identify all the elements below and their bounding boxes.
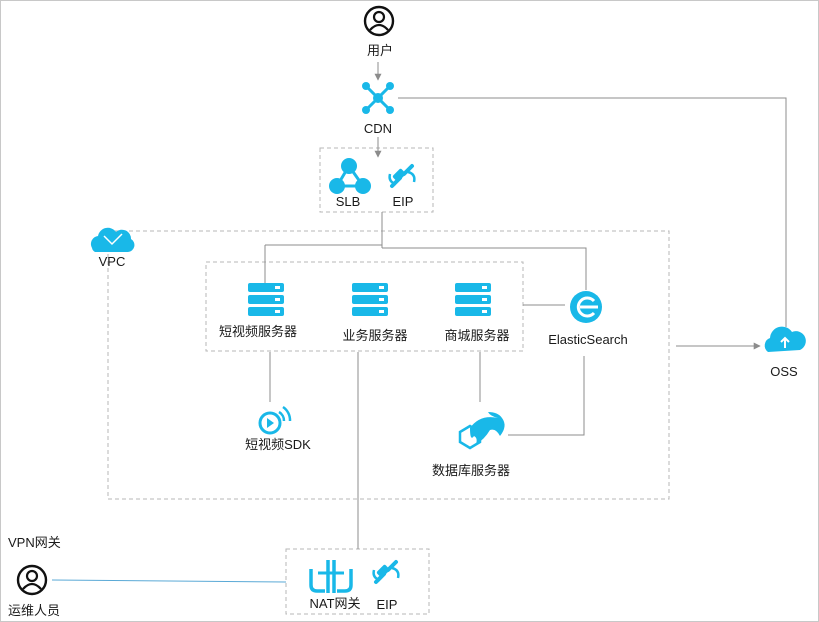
vpc-boundary xyxy=(107,230,670,500)
slb-eip-group xyxy=(319,147,434,213)
cdn-to-oss-line xyxy=(398,97,787,327)
oss-label: OSS xyxy=(770,364,798,379)
user-icon xyxy=(363,5,395,37)
eip-bottom-label: EIP xyxy=(377,597,398,612)
eip-top-label: EIP xyxy=(393,194,414,209)
nat-gateway-icon xyxy=(309,560,353,593)
user-label: 用户 xyxy=(367,43,393,58)
database-server-label: 数据库服务器 xyxy=(432,463,510,478)
ops-staff-label: 运维人员 xyxy=(8,603,60,618)
short-video-server-label: 短视频服务器 xyxy=(219,324,297,339)
vpn-gateway-label: VPN网关 xyxy=(8,535,61,550)
eip-icon xyxy=(388,164,416,188)
database-icon xyxy=(458,412,505,450)
oss-icon xyxy=(764,326,806,352)
slb-label: SLB xyxy=(336,194,361,209)
eip-icon xyxy=(372,560,400,584)
cdn-icon xyxy=(362,82,394,114)
short-video-sdk-label: 短视频SDK xyxy=(245,437,311,452)
to-elasticsearch-line xyxy=(382,247,587,290)
user-icon xyxy=(16,564,48,596)
elasticsearch-label: ElasticSearch xyxy=(548,332,627,347)
video-sdk-icon xyxy=(258,405,292,435)
elasticsearch-icon xyxy=(570,291,602,323)
vpc-label: VPC xyxy=(99,254,126,269)
cloud-icon xyxy=(90,227,135,252)
es-to-db-line xyxy=(508,356,585,436)
cdn-label: CDN xyxy=(364,121,392,136)
slb-icon xyxy=(329,158,371,194)
business-server-label: 业务服务器 xyxy=(342,328,407,343)
server-icon xyxy=(248,283,284,316)
nat-gateway-label: NAT网关 xyxy=(309,596,360,611)
vpn-line xyxy=(51,579,287,583)
server-icon xyxy=(352,283,388,316)
server-icon xyxy=(455,283,491,316)
mall-server-label: 商城服务器 xyxy=(444,328,509,343)
